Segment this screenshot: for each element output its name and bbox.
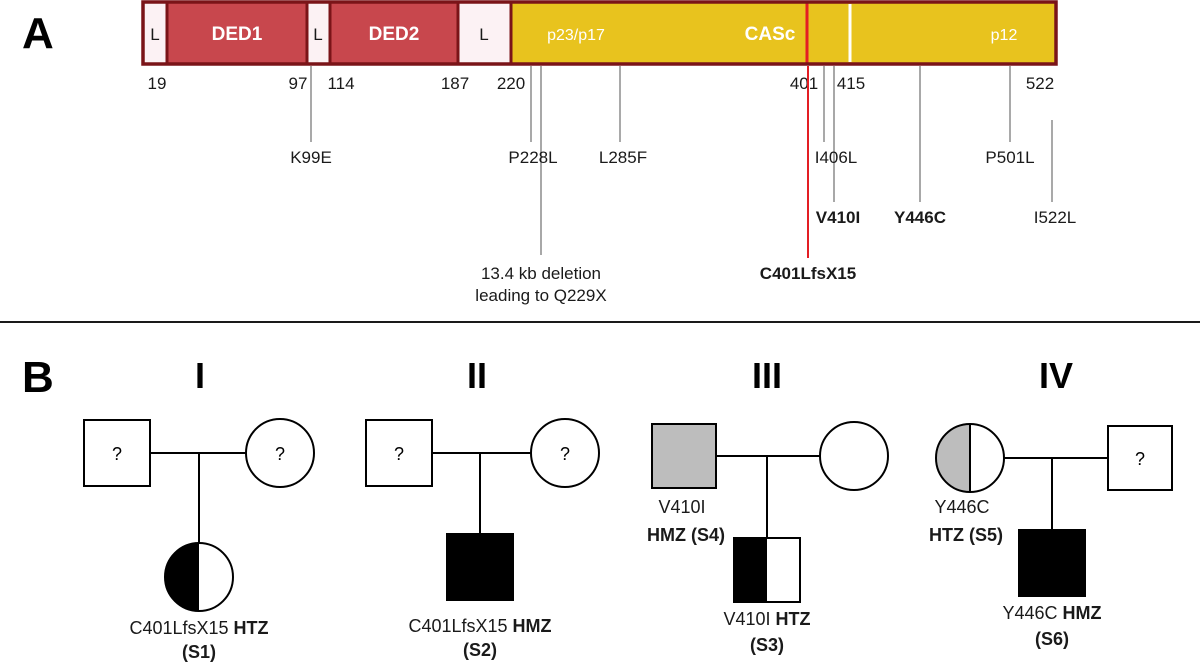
- sample-id: (S6): [1035, 629, 1069, 649]
- linker-label-2: L: [313, 25, 322, 44]
- linker-domain-1: [143, 2, 167, 64]
- protein-bar: L DED1 L DED2 L p23/p17 CASc p12: [141, 0, 1058, 66]
- pedigree-family-4: IV ? Y446C HTZ (S5) Y446C HMZ (S6): [929, 355, 1173, 649]
- position-label: 220: [497, 74, 525, 93]
- sample-id: (S1): [182, 642, 216, 662]
- sample-id: (S2): [463, 640, 497, 660]
- p12-label: p12: [991, 27, 1018, 44]
- linker-label-1: L: [150, 25, 159, 44]
- position-label: 415: [837, 74, 865, 93]
- genotype-label: V410I HTZ: [723, 609, 810, 629]
- position-label: 187: [441, 74, 469, 93]
- variant-label-i522l: I522L: [1034, 208, 1077, 227]
- variant-label-k99e: K99E: [290, 148, 332, 167]
- pedigree-family-1: I ? ? C401LfsX15 HTZ (S1): [83, 355, 315, 662]
- p23-p17-label: p23/p17: [547, 27, 605, 44]
- affected-square: [446, 533, 514, 601]
- carrier-half-circle: [936, 424, 970, 492]
- parent-status-label: HMZ (S4): [647, 525, 725, 545]
- panel-label-a: A: [22, 9, 54, 58]
- variant-label-v410i: V410I: [816, 208, 860, 227]
- unknown-mark: ?: [560, 444, 570, 464]
- parent-status-label: HTZ (S5): [929, 525, 1003, 545]
- unknown-mark: ?: [394, 444, 404, 464]
- variant-label-i406l: I406L: [815, 148, 858, 167]
- position-label: 97: [289, 74, 308, 93]
- father-square: [365, 419, 433, 487]
- sample-id: (S3): [750, 635, 784, 655]
- variant-label-l285f: L285F: [599, 148, 647, 167]
- variant-leader-lines: [310, 66, 1053, 258]
- ded1-domain: [167, 2, 307, 64]
- father-square: [83, 419, 151, 487]
- ded2-domain: [330, 2, 458, 64]
- position-labels: 19 97 114 187 220 401 415 522: [148, 74, 1055, 93]
- generation-label: I: [195, 355, 205, 396]
- pedigree-family-3: III V410I HMZ (S4) V410I HTZ (S3): [647, 355, 889, 655]
- position-label: 114: [327, 74, 354, 93]
- variant-label-y446c: Y446C: [894, 208, 946, 227]
- position-label: 522: [1026, 74, 1054, 93]
- deletion-label-line1: 13.4 kb deletion: [481, 264, 601, 283]
- half-filled-square: [734, 538, 767, 602]
- carrier-father-square: [651, 423, 717, 489]
- variant-label-p501l: P501L: [985, 148, 1034, 167]
- generation-label: II: [467, 355, 487, 396]
- linker-domain-3: [458, 2, 511, 64]
- variant-label-p228l: P228L: [508, 148, 557, 167]
- casc-domain: [511, 2, 1056, 64]
- deletion-label-line2: leading to Q229X: [475, 286, 606, 305]
- generation-label: IV: [1039, 355, 1073, 396]
- position-label: 401: [790, 74, 818, 93]
- genotype-label: C401LfsX15 HMZ: [408, 616, 551, 636]
- affected-square: [1018, 529, 1086, 597]
- parent-genotype-label: Y446C: [934, 497, 989, 517]
- generation-label: III: [752, 355, 782, 396]
- variant-labels: K99E P228L L285F I406L P501L V410I Y446C…: [290, 148, 1076, 305]
- half-filled-circle: [165, 543, 199, 611]
- unknown-mark: ?: [1135, 449, 1145, 469]
- parent-genotype-label: V410I: [658, 497, 705, 517]
- panel-label-b: B: [22, 353, 54, 402]
- unknown-mark: ?: [112, 444, 122, 464]
- unknown-mark: ?: [275, 444, 285, 464]
- linker-domain-2: [307, 2, 330, 64]
- genotype-label: C401LfsX15 HTZ: [129, 618, 268, 638]
- linker-label-3: L: [479, 25, 488, 44]
- position-label: 19: [148, 74, 167, 93]
- ded1-label: DED1: [212, 24, 263, 45]
- variant-label-c401: C401LfsX15: [760, 264, 856, 283]
- mother-circle: [819, 421, 889, 491]
- protein-outline: [141, 0, 1058, 66]
- proband-square: [733, 537, 801, 603]
- ded2-label: DED2: [369, 24, 420, 45]
- pedigree-family-2: II ? ? C401LfsX15 HMZ (S2): [365, 355, 600, 660]
- casc-label: CASc: [745, 24, 796, 45]
- proband-circle: [164, 542, 234, 612]
- genotype-label: Y446C HMZ: [1002, 603, 1101, 623]
